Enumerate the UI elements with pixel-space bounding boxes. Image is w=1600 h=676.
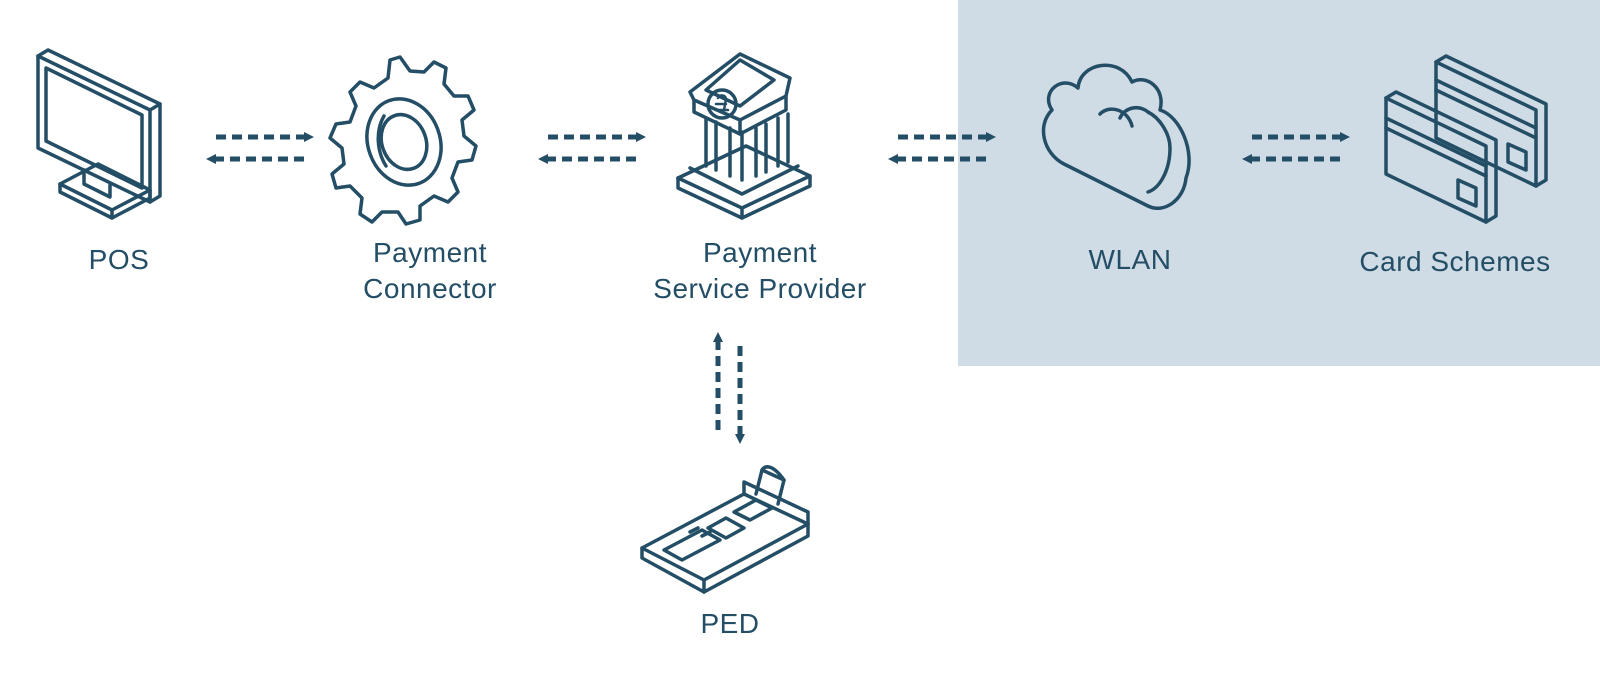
card-terminal-icon bbox=[640, 465, 810, 594]
payment-connector-label-line1: Payment bbox=[373, 237, 487, 268]
node-label-payment-service-provider: Payment Service Provider bbox=[620, 235, 900, 307]
node-label-wlan: WLAN bbox=[1040, 242, 1220, 278]
node-label-pos: POS bbox=[44, 242, 194, 278]
psp-label-line1: Payment bbox=[703, 237, 817, 268]
monitor-icon bbox=[36, 48, 162, 220]
node-label-payment-connector: Payment Connector bbox=[330, 235, 530, 307]
external-network-zone bbox=[958, 0, 1600, 366]
credit-cards-icon bbox=[1384, 54, 1548, 224]
node-label-ped: PED bbox=[660, 606, 800, 642]
ped-label: PED bbox=[700, 608, 760, 639]
wlan-label: WLAN bbox=[1088, 244, 1172, 275]
cloud-icon bbox=[1041, 63, 1191, 210]
gear-icon bbox=[328, 55, 478, 226]
payment-connector-label-line2: Connector bbox=[363, 273, 497, 304]
node-label-card-schemes: Card Schemes bbox=[1330, 244, 1580, 280]
pos-label: POS bbox=[88, 244, 150, 275]
card-schemes-label: Card Schemes bbox=[1359, 246, 1551, 277]
psp-label-line2: Service Provider bbox=[653, 273, 867, 304]
bank-pound-icon bbox=[676, 52, 812, 220]
